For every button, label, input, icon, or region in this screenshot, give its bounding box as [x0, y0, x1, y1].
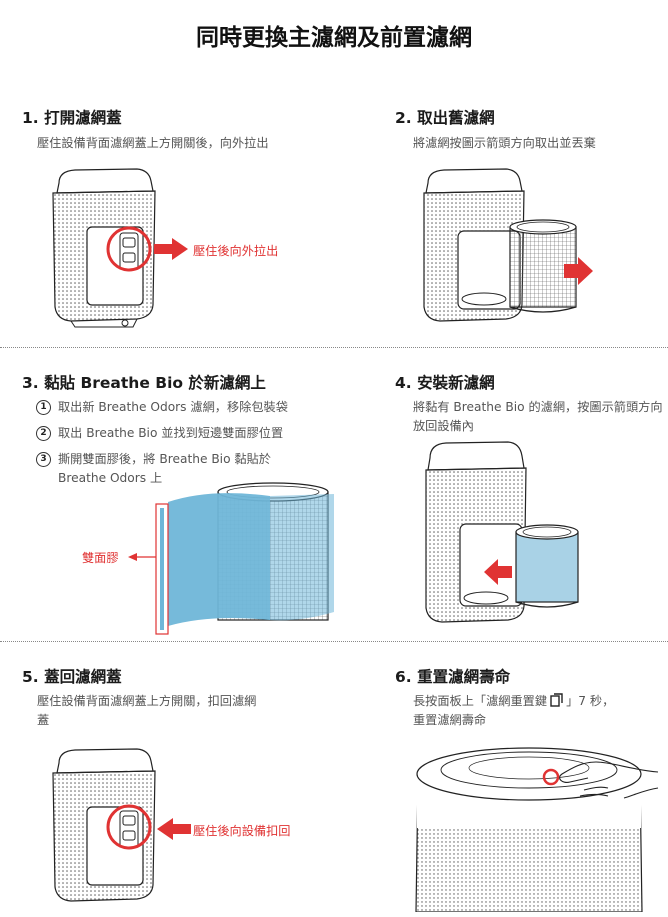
number-2-icon: 2 — [36, 426, 51, 441]
step-5-illustration — [52, 748, 156, 902]
step-2-desc: 將濾網按圖示箭頭方向取出並丟棄 — [413, 136, 596, 150]
list-item: 3 撕開雙面膠後，將 Breathe Bio 黏貼於 Breathe Odors… — [36, 450, 313, 488]
step-6-title: 6. 重置濾網壽命 — [395, 668, 511, 686]
step-4-desc: 將黏有 Breathe Bio 的濾網，按圖示箭頭方向放回設備內 — [413, 400, 663, 433]
divider-1 — [0, 347, 668, 348]
step-3-callout: 雙面膠 — [82, 551, 119, 565]
list-item: 2 取出 Breathe Bio 並找到短邊雙面膠位置 — [36, 424, 336, 443]
step-3-title: 3. 黏貼 Breathe Bio 於新濾網上 — [22, 374, 266, 392]
step-1-arrow-icon — [154, 238, 188, 260]
step-2-illustration — [423, 168, 593, 322]
step-3-list: 1 取出新 Breathe Odors 濾網，移除包裝袋 2 取出 Breath… — [36, 398, 336, 495]
step-1-callout: 壓住後向外拉出 — [193, 244, 279, 258]
number-1-icon: 1 — [36, 400, 51, 415]
number-3-icon: 3 — [36, 452, 51, 467]
step-4-title: 4. 安裝新濾網 — [395, 374, 495, 392]
page-title: 同時更換主濾網及前置濾網 — [196, 25, 472, 51]
step-5-arrow-icon — [157, 818, 191, 840]
step-2-arrow-icon — [564, 257, 593, 285]
divider-2 — [0, 641, 668, 642]
step-3-illustration — [155, 482, 334, 635]
step-4-arrow-icon — [484, 559, 512, 585]
step-2-title: 2. 取出舊濾網 — [395, 109, 495, 127]
step-1-desc: 壓住設備背面濾網蓋上方開關後，向外拉出 — [37, 136, 269, 150]
step-6-illustration — [415, 747, 659, 912]
step-3-arrow-icon — [128, 553, 156, 561]
filter-reset-icon — [550, 693, 563, 707]
step-5-desc: 壓住設備背面濾網蓋上方開關，扣回濾網蓋 — [37, 694, 257, 727]
list-item: 1 取出新 Breathe Odors 濾網，移除包裝袋 — [36, 398, 336, 417]
step-5-title: 5. 蓋回濾網蓋 — [22, 668, 122, 686]
step-6-desc: 長按面板上「濾網重置鍵」7 秒， 重置濾網壽命 — [413, 693, 615, 727]
step-4-illustration — [425, 441, 579, 623]
step-1-title: 1. 打開濾網蓋 — [22, 109, 122, 127]
step-5-callout: 壓住後向設備扣回 — [193, 824, 291, 838]
step-1-illustration — [52, 168, 156, 328]
